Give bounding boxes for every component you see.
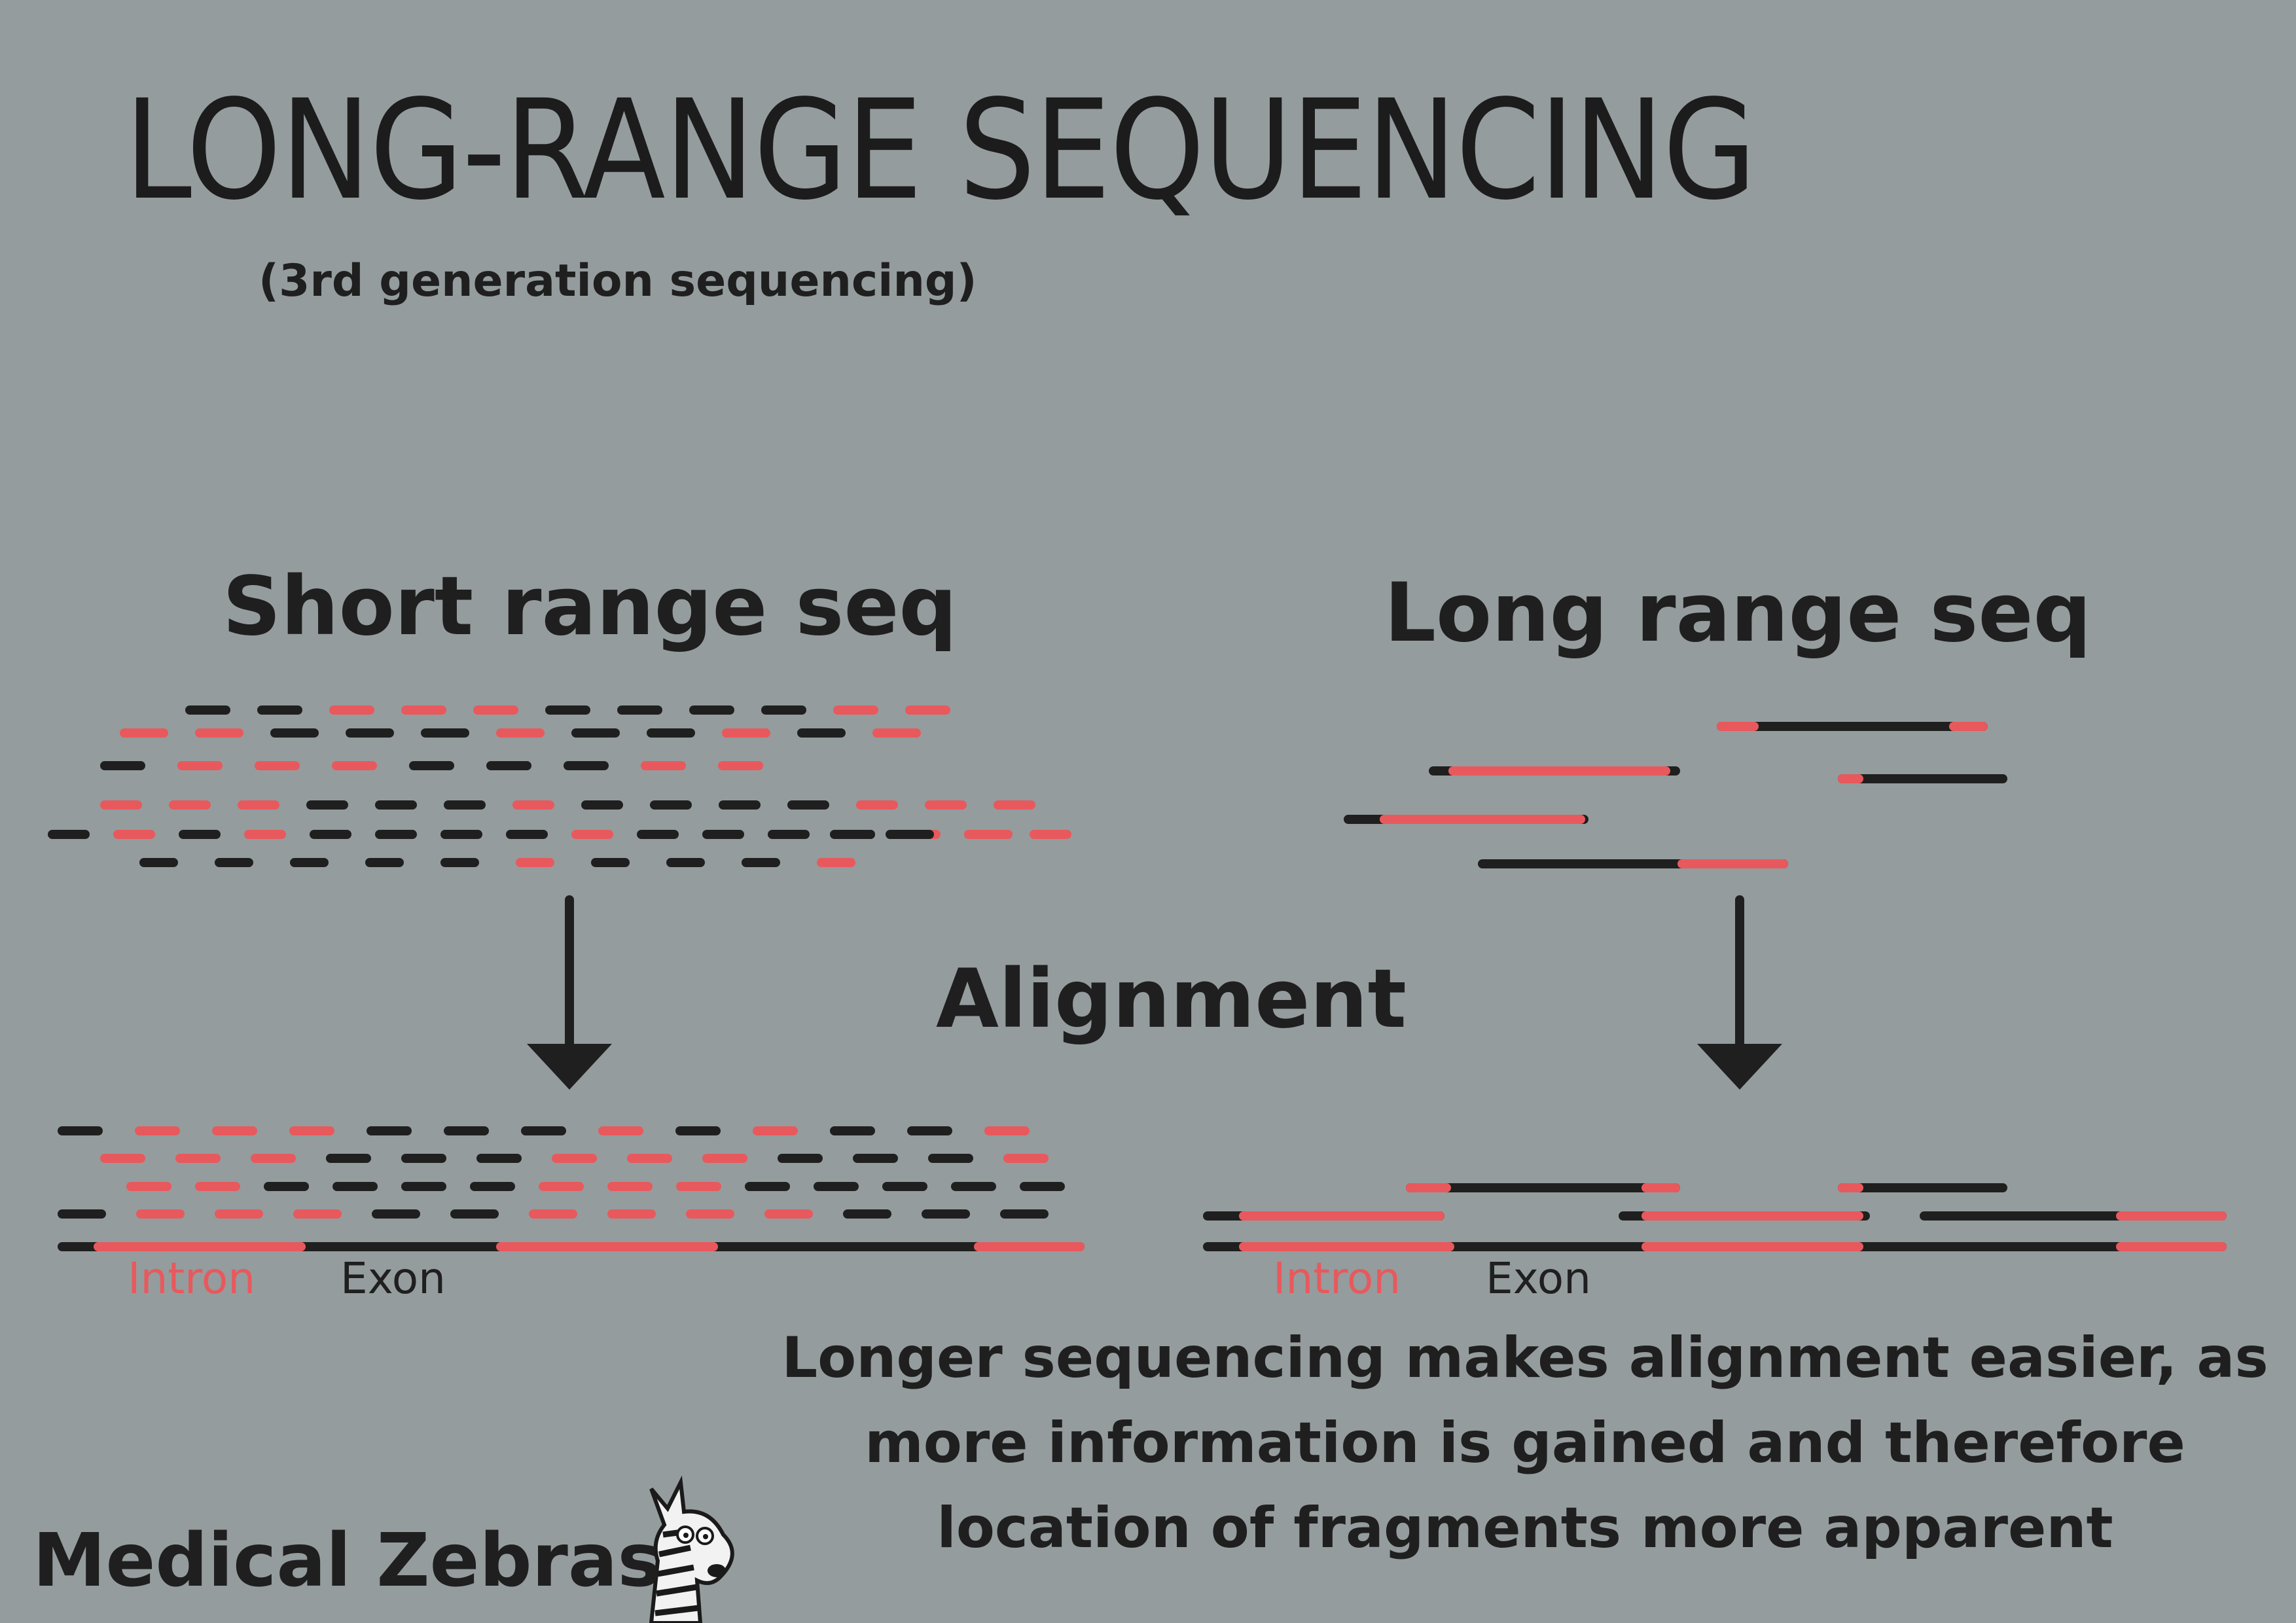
legend-intron-left: Intron [128,1253,256,1304]
long-range-raw-reads [1344,722,2007,868]
brand-name: Medical Zebras [33,1518,662,1603]
short-range-heading: Short range seq [223,560,958,654]
short-range-aligned-reads [58,1126,1085,1251]
legend-intron-right: Intron [1273,1253,1401,1304]
legend-exon-left: Exon [340,1253,446,1304]
down-arrow-icon [1697,895,1782,1090]
short-range-raw-reads [48,705,1071,867]
down-arrow-icon [527,895,612,1090]
page-subtitle: (3rd generation sequencing) [259,255,977,307]
explanation-caption: Longer sequencing makes alignment easier… [781,1325,2269,1561]
long-range-heading: Long range seq [1384,566,2092,660]
legend-exon-right: Exon [1486,1253,1591,1304]
zebra-logo-icon [649,1475,734,1623]
alignment-label: Alignment [936,952,1407,1046]
long-range-aligned-reads [1203,1183,2227,1251]
